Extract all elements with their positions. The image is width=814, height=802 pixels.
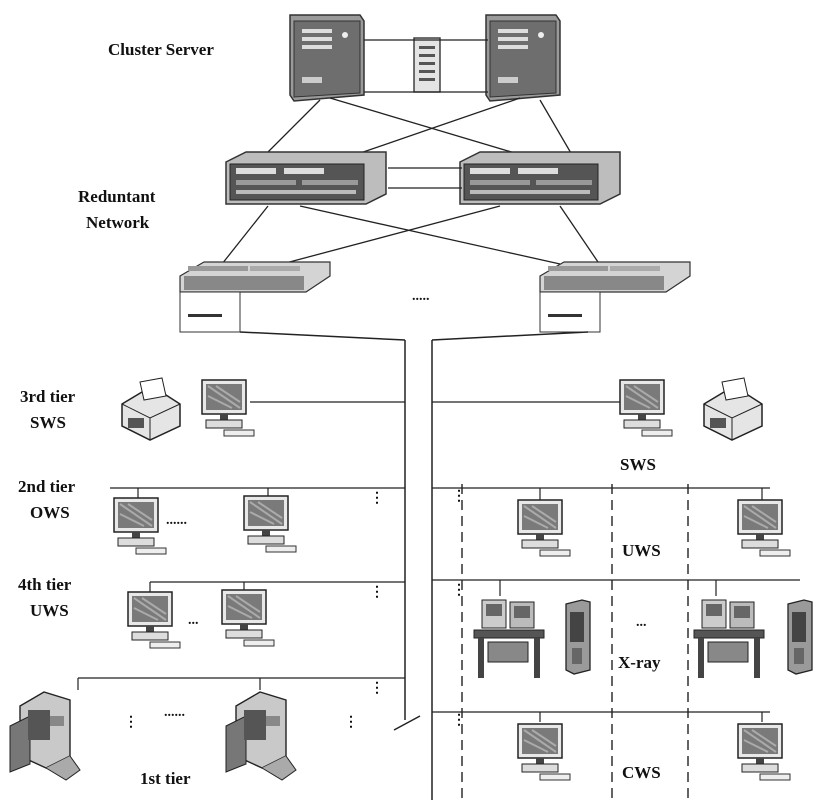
tier1-vdots-top: ⋮ <box>370 681 384 696</box>
cluster-storage <box>414 38 440 92</box>
xray-label: X-ray <box>618 653 661 672</box>
tier4-ellipsis: ... <box>188 613 199 628</box>
sws-label: SWS <box>620 455 656 474</box>
tier1-vdots-left: ⋮ <box>124 715 138 730</box>
xray-cabinet-2 <box>788 600 812 674</box>
core-switch-left <box>226 152 386 204</box>
tier1-label: 1st tier <box>140 769 191 788</box>
tier2-ellipsis: ...... <box>166 513 187 528</box>
sws-workstation <box>620 380 672 436</box>
tier2-label-2: OWS <box>30 503 70 522</box>
cluster-server-left <box>290 15 364 101</box>
sws-printer <box>704 378 762 440</box>
tier1-ellipsis: ...... <box>164 705 185 720</box>
redundant-network-label-2: Network <box>86 213 150 232</box>
tier1-vdots-right: ⋮ <box>344 715 358 730</box>
cluster-server-right <box>486 15 560 101</box>
cws-workstation-2 <box>738 724 790 780</box>
access-switch-left <box>180 262 330 332</box>
xray-desk-2 <box>694 600 764 678</box>
cws-label: CWS <box>622 763 661 782</box>
xray-cabinet-1 <box>566 600 590 674</box>
tier3-workstation <box>202 380 254 436</box>
tier4-vdots: ⋮ <box>370 585 384 600</box>
uws-label: UWS <box>622 541 661 560</box>
cws-workstation-1 <box>518 724 570 780</box>
cws-vdots: ⋮ <box>452 713 466 728</box>
tier1-modality-2 <box>226 692 296 780</box>
tier2-label-1: 2nd tier <box>18 477 76 496</box>
redundant-network-label-1: Reduntant <box>78 187 156 206</box>
core-switch-right <box>460 152 620 204</box>
tier1-modality-1 <box>10 692 80 780</box>
tier3-label-2: SWS <box>30 413 66 432</box>
access-switch-right <box>540 262 690 332</box>
tier2-workstation-1 <box>114 498 166 554</box>
xray-ellipsis: ... <box>636 615 647 630</box>
access-switch-ellipsis: ..... <box>412 289 430 304</box>
tier4-workstation-2 <box>222 590 274 646</box>
tier4-label-2: UWS <box>30 601 69 620</box>
cluster-server-label: Cluster Server <box>108 40 214 59</box>
tier2-workstation-2 <box>244 496 296 552</box>
uws-workstation-2 <box>738 500 790 556</box>
uws-vdots: ⋮ <box>452 489 466 504</box>
tier3-printer <box>122 378 180 440</box>
tier2-vdots: ⋮ <box>370 491 384 506</box>
xray-vdots: ⋮ <box>452 583 466 598</box>
xray-desk-1 <box>474 600 544 678</box>
tier3-label-1: 3rd tier <box>20 387 76 406</box>
tier4-workstation-1 <box>128 592 180 648</box>
uws-workstation-1 <box>518 500 570 556</box>
tier4-label-1: 4th tier <box>18 575 72 594</box>
